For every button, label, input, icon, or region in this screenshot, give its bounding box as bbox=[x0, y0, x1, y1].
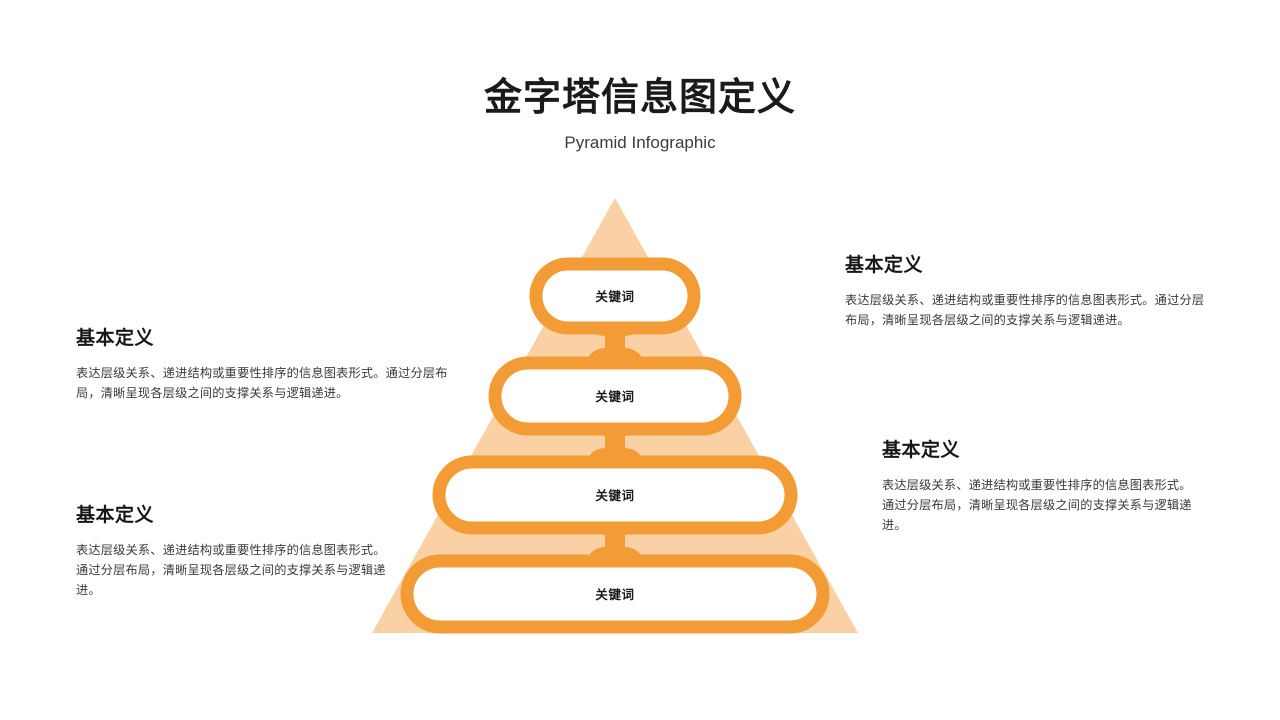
text-block-right-top-body: 表达层级关系、递进结构或重要性排序的信息图表形式。通过分层布局，清晰呈现各层级之… bbox=[845, 293, 1205, 327]
pyramid-level-1[interactable]: 关键词 bbox=[529, 257, 701, 335]
text-block-right-bottom: 基本定义 表达层级关系、递进结构或重要性排序的信息图表形式。通过分层布局，清晰呈… bbox=[882, 438, 1204, 535]
pyramid-level-1-pill bbox=[529, 257, 701, 335]
pyramid-level-2-pill bbox=[488, 356, 742, 436]
text-block-left-bottom: 基本定义 表达层级关系、递进结构或重要性排序的信息图表形式。通过分层布局，清晰呈… bbox=[76, 503, 398, 600]
text-block-left-bottom-body: 表达层级关系、递进结构或重要性排序的信息图表形式。通过分层布局，清晰呈现各层级之… bbox=[76, 543, 386, 597]
text-block-right-bottom-heading: 基本定义 bbox=[882, 440, 961, 461]
text-block-left-top: 基本定义 表达层级关系、递进结构或重要性排序的信息图表形式。通过分层布局，清晰呈… bbox=[76, 326, 448, 403]
page-subtitle: Pyramid Infographic bbox=[564, 133, 716, 152]
slide-header: 金字塔信息图定义 Pyramid Infographic bbox=[0, 74, 1280, 155]
text-block-left-top-body: 表达层级关系、递进结构或重要性排序的信息图表形式。通过分层布局，清晰呈现各层级之… bbox=[76, 366, 448, 400]
page-title: 金字塔信息图定义 bbox=[483, 77, 796, 119]
text-block-right-top-heading: 基本定义 bbox=[845, 255, 924, 276]
pyramid-level-2-label: 关键词 bbox=[595, 389, 634, 404]
pyramid-level-1-label: 关键词 bbox=[595, 289, 634, 304]
pyramid-level-3-pill bbox=[432, 455, 798, 535]
pyramid-level-3[interactable]: 关键词 bbox=[432, 455, 798, 535]
pyramid-level-4[interactable]: 关键词 bbox=[400, 554, 830, 634]
text-block-left-top-heading: 基本定义 bbox=[76, 328, 155, 349]
pyramid-diagram: 关键词 关键词 关键词 关键词 bbox=[360, 190, 880, 645]
text-block-left-bottom-heading: 基本定义 bbox=[76, 505, 155, 526]
text-block-right-bottom-body: 表达层级关系、递进结构或重要性排序的信息图表形式。通过分层布局，清晰呈现各层级之… bbox=[882, 478, 1192, 532]
pyramid-svg: 关键词 关键词 关键词 关键词 bbox=[372, 198, 858, 634]
pyramid-level-2[interactable]: 关键词 bbox=[488, 356, 742, 436]
pyramid-level-3-label: 关键词 bbox=[595, 488, 634, 503]
pyramid-level-4-label: 关键词 bbox=[595, 587, 634, 602]
text-block-right-top: 基本定义 表达层级关系、递进结构或重要性排序的信息图表形式。通过分层布局，清晰呈… bbox=[845, 253, 1207, 330]
pyramid-level-4-pill bbox=[400, 554, 830, 634]
